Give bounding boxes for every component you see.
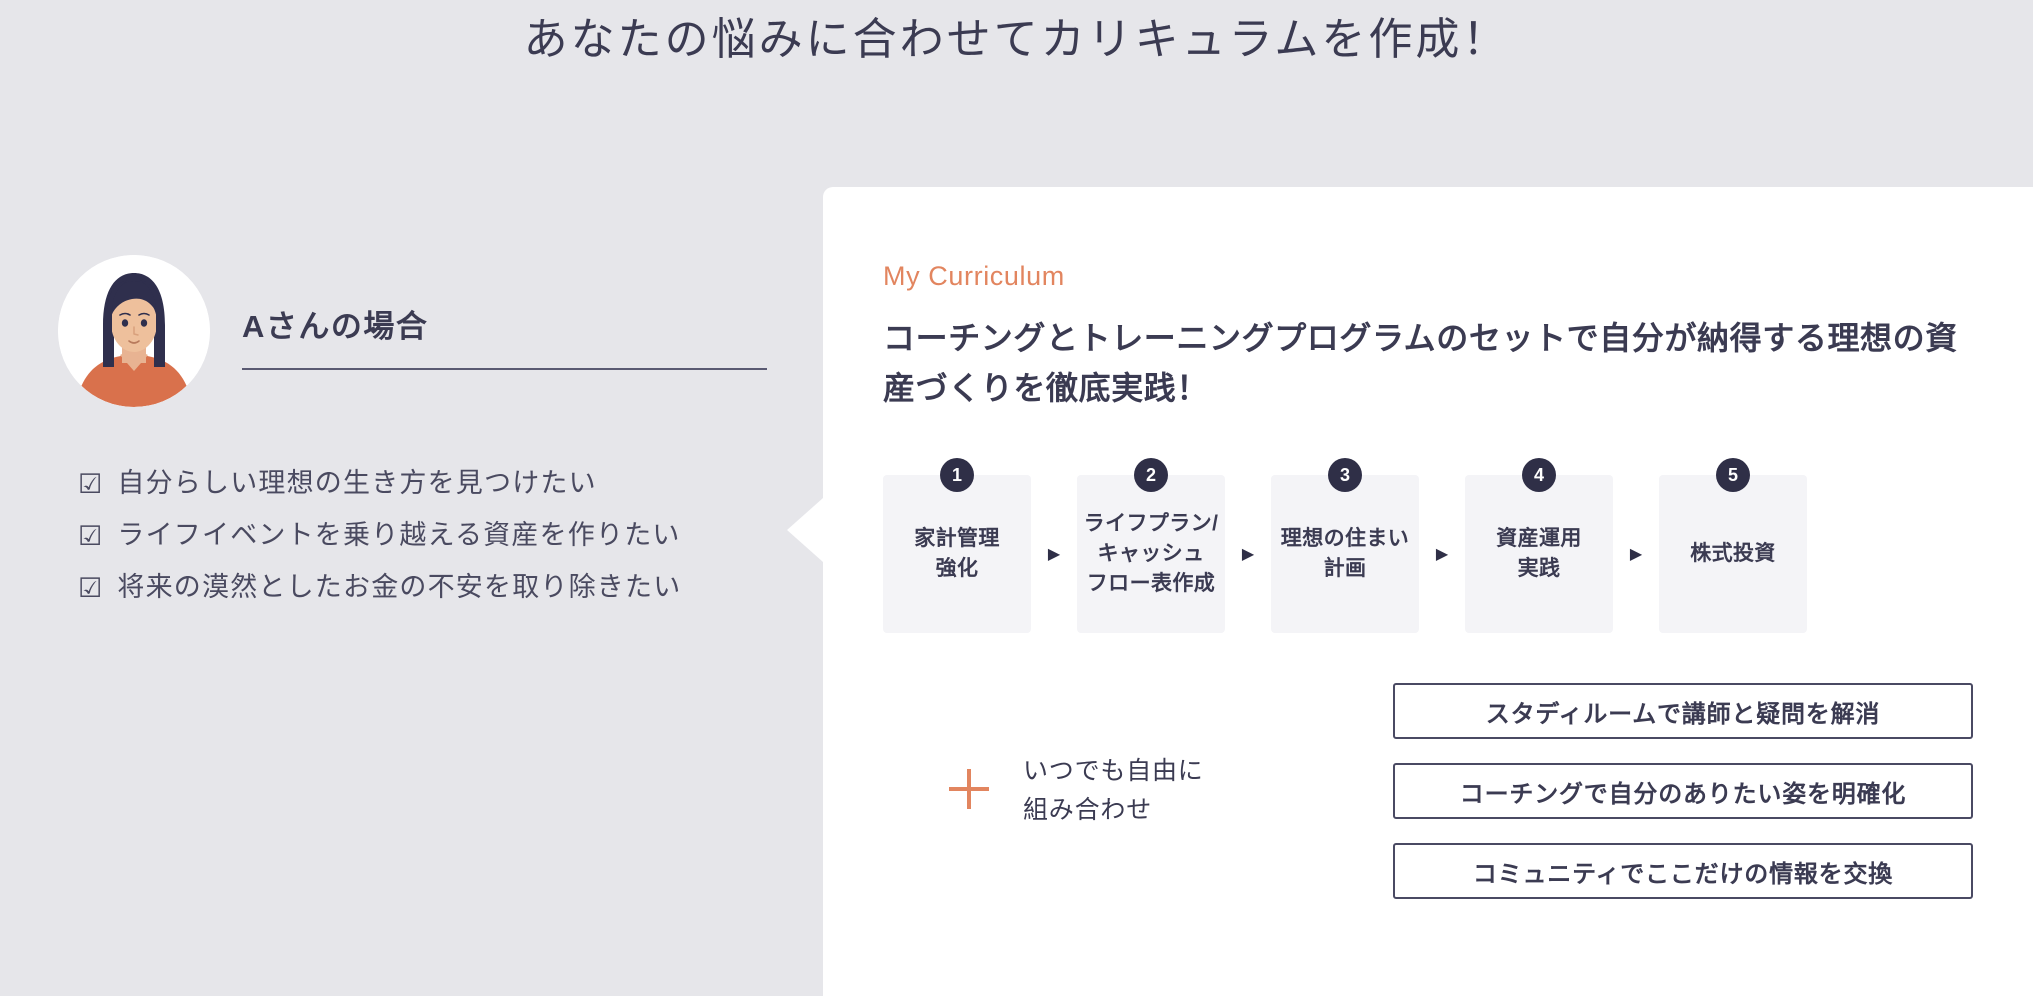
curriculum-eyebrow: My Curriculum: [883, 261, 1065, 291]
option-button-community[interactable]: コミュニティでここだけの情報を交換: [1393, 843, 1973, 900]
arrow-right-icon: ▶: [1241, 546, 1255, 564]
step-card-4[interactable]: 4 資産運用 実践: [1465, 458, 1613, 634]
list-item: ☑ 将来の漠然としたお金の不安を取り除きたい: [78, 574, 810, 602]
plus-icon: [943, 763, 995, 820]
checklist-label: 将来の漠然としたお金の不安を取り除きたい: [117, 572, 682, 602]
arrow-right-icon: ▶: [1047, 546, 1061, 564]
curriculum-card: My Curriculum コーチングとトレーニングプログラムのセットで自分が納…: [787, 187, 2033, 996]
checklist-label: ライフイベントを乗り越える資産を作りたい: [117, 520, 681, 550]
checkbox-checked-icon: ☑: [78, 573, 104, 603]
step-label: 株式投資: [1690, 541, 1776, 565]
combine-label-group: いつでも自由に 組み合わせ: [883, 752, 1393, 830]
step-number-badge: 4: [1522, 458, 1556, 493]
step-number-badge: 2: [1134, 458, 1168, 493]
persona-panel: Aさんの場合 ☑ 自分らしい理想の生き方を見つけたい ☑ ライフイベントを乗り越…: [0, 255, 810, 626]
persona-divider: [242, 367, 767, 370]
persona-name-block: Aさんの場合: [242, 293, 810, 370]
step-card-1[interactable]: 1 家計管理 強化: [883, 458, 1031, 634]
persona-name: Aさんの場合: [242, 308, 429, 344]
step-label: 家計管理 強化: [914, 526, 1000, 581]
checkbox-checked-icon: ☑: [78, 521, 104, 551]
step-card-2[interactable]: 2 ライフプラン/ キャッシュ フロー表作成: [1077, 458, 1225, 634]
step-card-5[interactable]: 5 株式投資: [1659, 458, 1807, 634]
step-label: 理想の住まい 計画: [1280, 526, 1410, 581]
persona-checklist: ☑ 自分らしい理想の生き方を見つけたい ☑ ライフイベントを乗り越える資産を作り…: [0, 470, 810, 602]
checklist-label: 自分らしい理想の生き方を見つけたい: [117, 468, 597, 498]
page-title: あなたの悩みに合わせてカリキュラムを作成！: [523, 15, 1510, 64]
step-card-3[interactable]: 3 理想の住まい 計画: [1271, 458, 1419, 634]
list-item: ☑ ライフイベントを乗り越える資産を作りたい: [78, 522, 810, 550]
step-label: 資産運用 実践: [1496, 526, 1582, 581]
option-button-coaching[interactable]: コーチングで自分のありたい姿を明確化: [1393, 763, 1973, 820]
step-number-badge: 5: [1716, 458, 1750, 493]
curriculum-heading: コーチングとトレーニングプログラムのセットで自分が納得する理想の資産づくりを徹底…: [883, 320, 1958, 406]
arrow-right-icon: ▶: [1629, 546, 1643, 564]
card-pointer-notch: [787, 498, 823, 562]
step-label: ライフプラン/ キャッシュ フロー表作成: [1083, 511, 1219, 596]
arrow-right-icon: ▶: [1435, 546, 1449, 564]
option-button-study-room[interactable]: スタディルームで講師と疑問を解消: [1393, 683, 1973, 740]
persona-header: Aさんの場合: [0, 255, 810, 407]
avatar: [58, 255, 210, 407]
curriculum-content: My Curriculum コーチングとトレーニングプログラムのセットで自分が納…: [883, 261, 1973, 900]
combine-text: いつでも自由に 組み合わせ: [1023, 757, 1204, 825]
step-number-badge: 1: [940, 458, 974, 493]
combine-section: いつでも自由に 組み合わせ スタディルームで講師と疑問を解消 コーチングで自分の…: [883, 683, 1973, 900]
step-flow: 1 家計管理 強化 ▶ 2 ライフプラン/ キャッシュ フロー表作成 ▶ 3 理…: [883, 458, 1973, 634]
step-number-badge: 3: [1328, 458, 1362, 493]
checkbox-checked-icon: ☑: [78, 469, 104, 499]
list-item: ☑ 自分らしい理想の生き方を見つけたい: [78, 470, 810, 498]
option-list: スタディルームで講師と疑問を解消 コーチングで自分のありたい姿を明確化 コミュニ…: [1393, 683, 1973, 900]
